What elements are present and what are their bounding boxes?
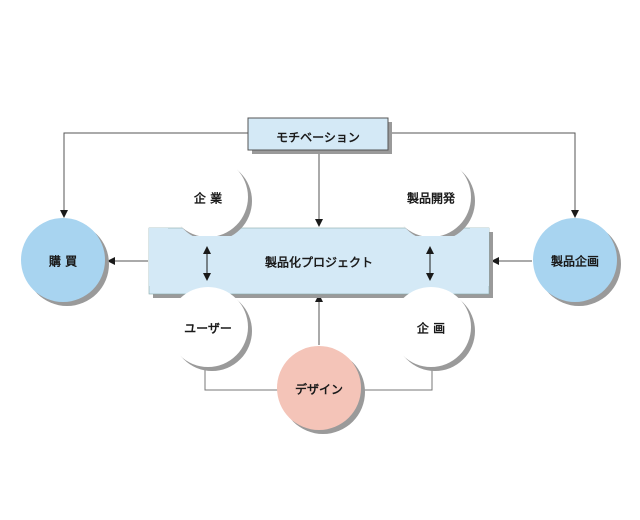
project-label: 製品化プロジェクト — [264, 255, 373, 270]
product-development-label: 製品開発 — [406, 191, 456, 206]
purchase-node: 購 買 — [21, 218, 109, 306]
line-motivation-to-product-planning — [390, 132, 579, 218]
planning-node: 企 画 — [391, 287, 475, 371]
purchase-label: 購 買 — [48, 254, 77, 269]
user-label: ユーザー — [184, 322, 232, 336]
line-motivation-to-purchase — [60, 132, 250, 218]
product-planning-node: 製品企画 — [533, 218, 621, 306]
motivation-box: モチベーション — [247, 117, 392, 154]
enterprise-label: 企 業 — [193, 191, 223, 206]
planning-label: 企 画 — [416, 321, 445, 336]
enterprise-node: 企 業 — [168, 157, 252, 241]
product-planning-label: 製品企画 — [550, 254, 599, 269]
motivation-label: モチベーション — [276, 131, 360, 145]
design-label: デザイン — [295, 382, 343, 397]
product-development-node: 製品開発 — [391, 157, 475, 241]
user-node: ユーザー — [168, 287, 252, 371]
design-node: デザイン — [277, 346, 365, 434]
